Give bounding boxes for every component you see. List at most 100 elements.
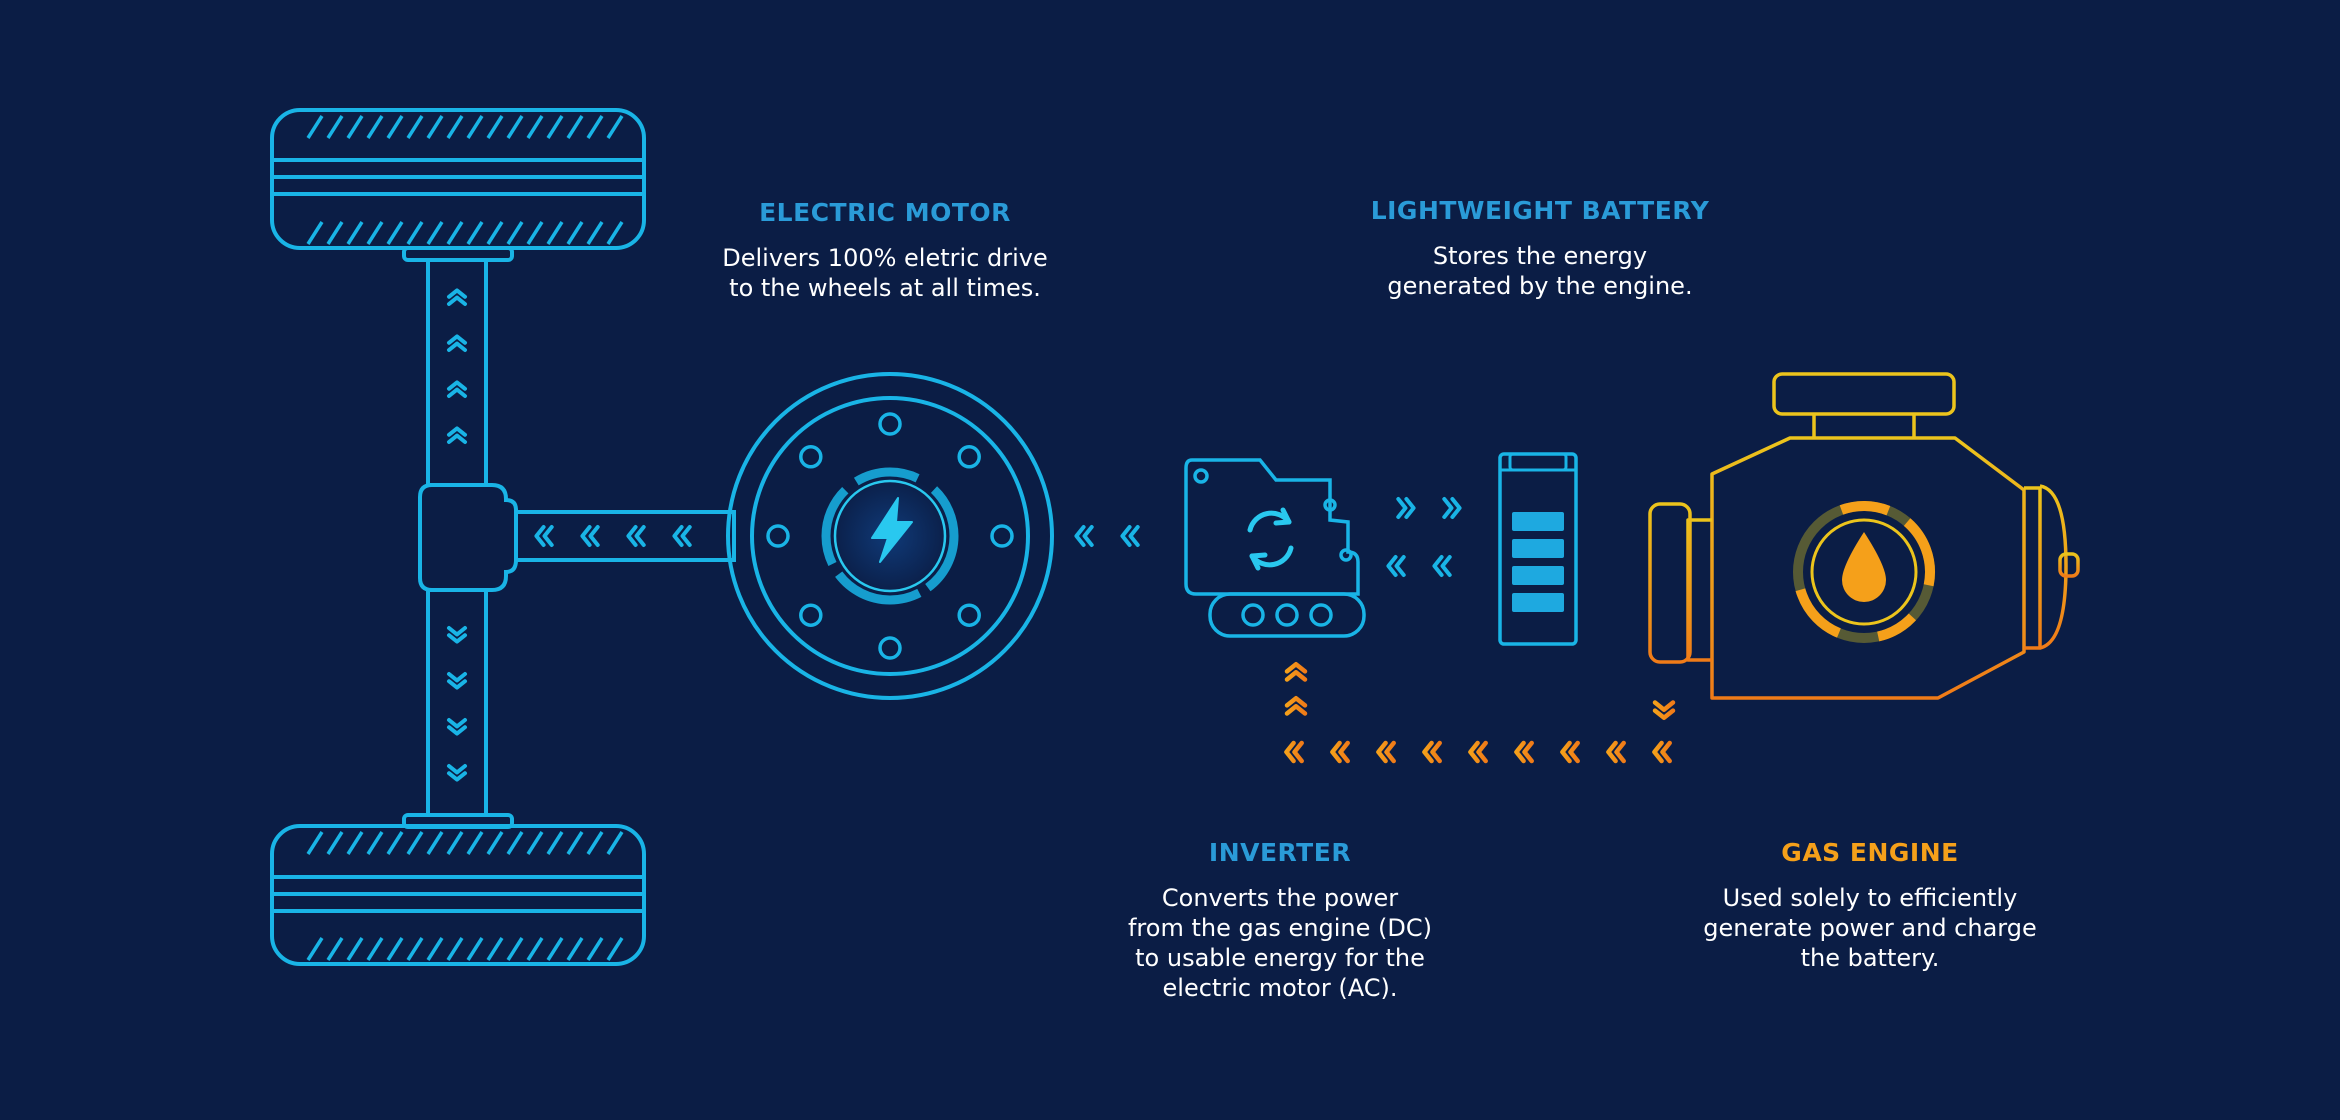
differential	[418, 483, 518, 592]
engine-to-inverter-chevrons	[1284, 661, 1676, 764]
motor-bolt	[878, 412, 902, 436]
double-chevron-down	[447, 718, 467, 736]
tire-tread	[366, 831, 384, 855]
tire-tread	[366, 115, 384, 139]
tire-tread	[586, 937, 604, 961]
inverter-callout: INVERTER Converts the power from the gas…	[1090, 838, 1470, 1003]
tire-tread	[566, 937, 584, 961]
tire-tread	[346, 115, 364, 139]
tire-tread	[426, 831, 444, 855]
tire-tread	[466, 221, 484, 245]
double-chevron-left	[1376, 740, 1396, 764]
tire-tread	[466, 937, 484, 961]
tire-tread	[306, 221, 324, 245]
tire-tread	[486, 937, 504, 961]
electric-motor	[726, 372, 1054, 700]
electric-motor-description: Delivers 100% eletric drive to the wheel…	[722, 244, 1048, 302]
double-chevron-left	[1514, 740, 1534, 764]
double-chevron-right	[1442, 497, 1462, 519]
tire-tread	[546, 831, 564, 855]
gas-engine-callout: GAS ENGINE Used solely to efficiently ge…	[1670, 838, 2070, 973]
tire-tread	[446, 115, 464, 139]
electric-motor-callout: ELECTRIC MOTOR Delivers 100% eletric dri…	[700, 198, 1070, 303]
drive-shaft	[514, 510, 736, 562]
tire-tread	[326, 831, 344, 855]
tire-tread	[606, 221, 624, 245]
tire-tread	[306, 937, 324, 961]
tire-tread	[546, 221, 564, 245]
tire-tread	[406, 221, 424, 245]
tire-tread	[306, 115, 324, 139]
battery-charge-bar	[1512, 512, 1564, 531]
double-chevron-down	[447, 764, 467, 782]
tire-tread	[326, 115, 344, 139]
double-chevron-left	[1606, 740, 1626, 764]
tire-tread	[586, 221, 604, 245]
tire-tread	[426, 221, 444, 245]
double-chevron-left	[626, 525, 646, 547]
battery-charge-bar	[1512, 539, 1564, 558]
tire-tread	[506, 221, 524, 245]
refresh-icon	[1247, 507, 1294, 571]
tire-tread	[406, 115, 424, 139]
tire-tread	[606, 115, 624, 139]
electric-motor-title: ELECTRIC MOTOR	[759, 198, 1011, 227]
gas-engine	[1648, 372, 2080, 700]
tire-tread	[606, 831, 624, 855]
double-chevron-left	[1284, 740, 1304, 764]
double-chevron-up	[447, 334, 467, 352]
tire-tread	[566, 115, 584, 139]
motor-bolt	[766, 524, 790, 548]
inverter-battery-chevrons	[1386, 497, 1462, 577]
inverter-description: Converts the power from the gas engine (…	[1127, 884, 1433, 1002]
double-chevron-left	[672, 525, 692, 547]
tire-tread	[486, 221, 504, 245]
double-chevron-up	[1284, 695, 1308, 716]
inverter-terminal-block	[1208, 592, 1366, 638]
motor-bolt	[957, 445, 981, 469]
double-chevron-up	[447, 288, 467, 306]
wheel-assembly	[270, 108, 736, 966]
double-chevron-left	[1330, 740, 1350, 764]
tire-tread	[386, 831, 404, 855]
tire-tread	[406, 831, 424, 855]
tire-tread	[506, 831, 524, 855]
double-chevron-left	[1120, 525, 1140, 547]
tire-tread	[346, 831, 364, 855]
tire-tread	[326, 221, 344, 245]
tire-tread	[446, 221, 464, 245]
tire-tread	[386, 221, 404, 245]
double-chevron-up	[447, 380, 467, 398]
tire-tread	[546, 937, 564, 961]
front-wheel	[270, 108, 646, 262]
tire-tread	[446, 937, 464, 961]
double-chevron-down	[1652, 700, 1676, 721]
tire-tread	[346, 221, 364, 245]
tire-tread	[606, 937, 624, 961]
tire-tread	[466, 115, 484, 139]
tire-tread	[326, 937, 344, 961]
double-chevron-left	[1468, 740, 1488, 764]
tire-tread	[486, 831, 504, 855]
double-chevron-left	[1652, 740, 1672, 764]
tire-tread	[486, 115, 504, 139]
double-chevron-left	[580, 525, 600, 547]
double-chevron-down	[447, 672, 467, 690]
inverter-title: INVERTER	[1208, 838, 1352, 867]
lightning-bolt-icon	[871, 497, 913, 563]
oil-drop-icon	[1842, 532, 1886, 602]
motor-bolt	[799, 445, 823, 469]
tire-tread	[466, 831, 484, 855]
axle-upper-shaft	[426, 258, 488, 487]
battery-callout: LIGHTWEIGHT BATTERY Stores the energy ge…	[1355, 196, 1725, 301]
motor-bolt	[799, 603, 823, 627]
tire-tread	[386, 115, 404, 139]
double-chevron-left	[1432, 555, 1452, 577]
tire-tread	[306, 831, 324, 855]
double-chevron-down	[447, 626, 467, 644]
tire-tread	[446, 831, 464, 855]
axle-flow-chevrons	[447, 288, 692, 782]
tire-tread	[426, 115, 444, 139]
battery-title: LIGHTWEIGHT BATTERY	[1370, 196, 1710, 225]
